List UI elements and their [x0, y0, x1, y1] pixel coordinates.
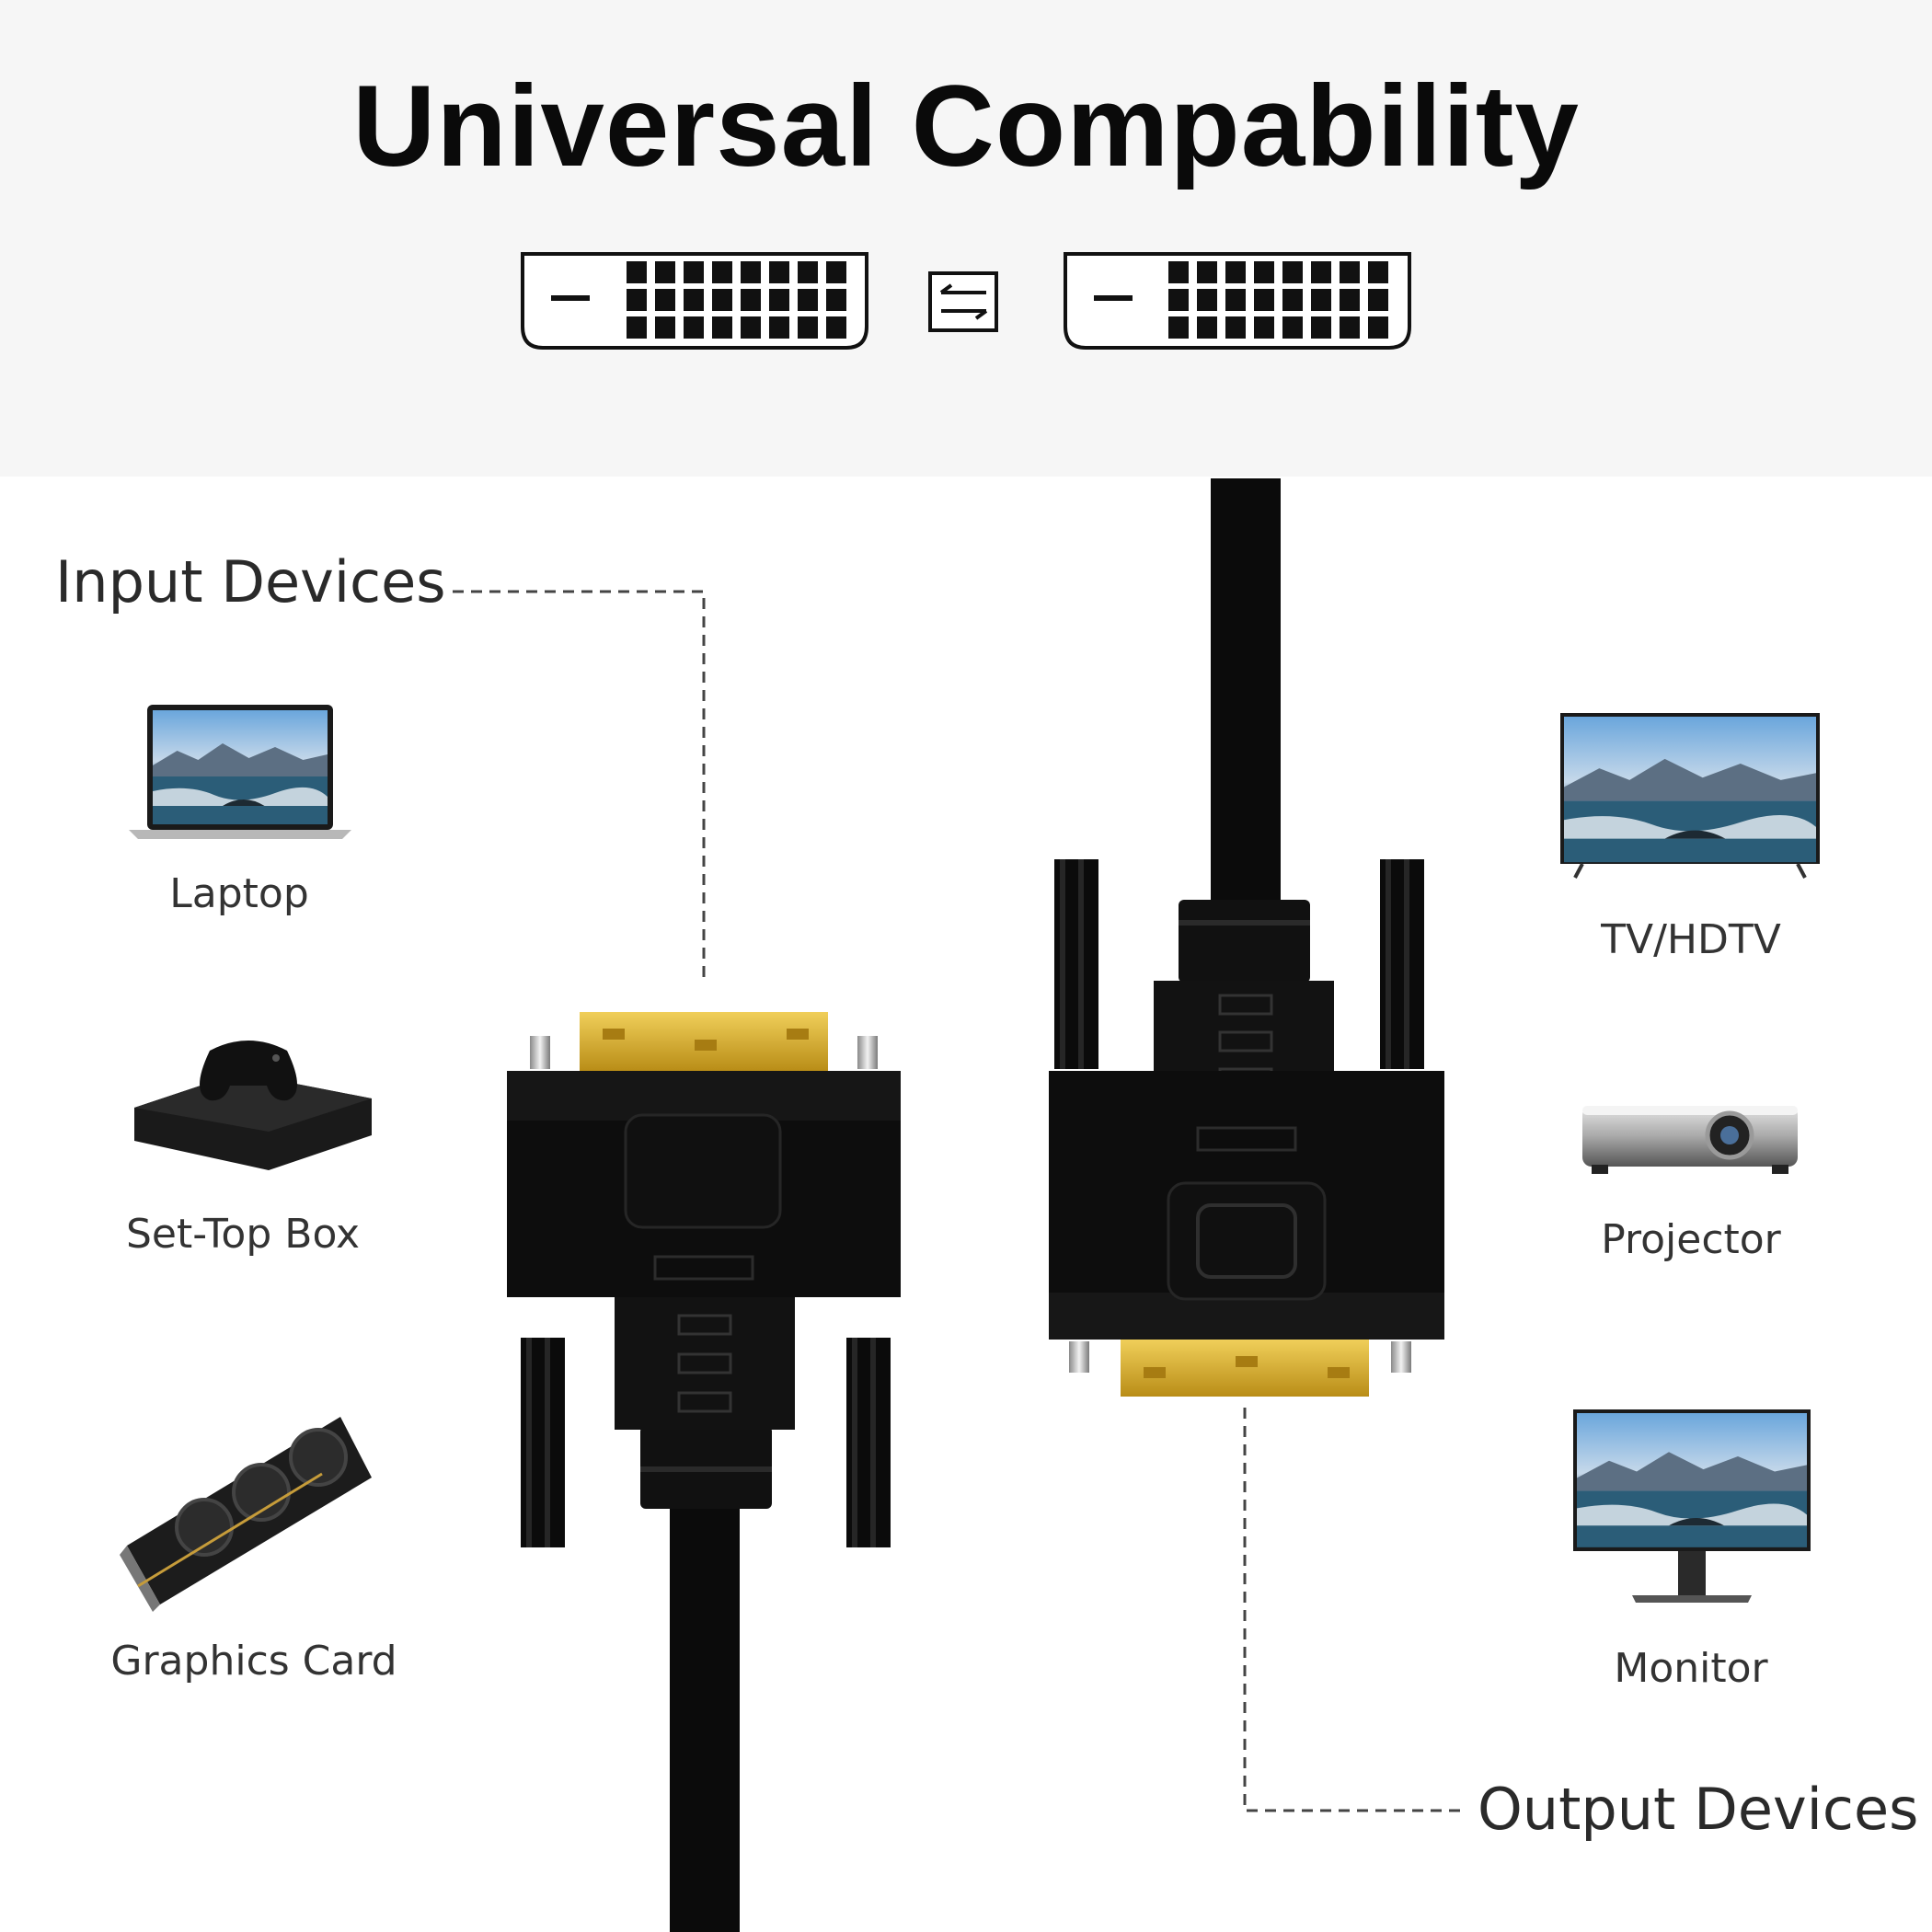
dvi-pin — [1225, 316, 1246, 339]
dvi-pin — [655, 289, 675, 311]
output-devices-label: Output Devices — [1478, 1776, 1919, 1843]
dvi-pin — [1282, 316, 1303, 339]
dvi-pin — [1368, 289, 1388, 311]
dvi-pin — [1225, 289, 1246, 311]
dvi-pin — [826, 261, 846, 283]
dvi-pin — [1168, 289, 1189, 311]
dvi-pin — [798, 316, 818, 339]
dvi-pin — [741, 316, 761, 339]
dvi-pin — [1311, 289, 1331, 311]
dvi-pin — [1197, 289, 1217, 311]
dvi-pin — [1368, 316, 1388, 339]
dvi-pin — [1340, 289, 1360, 311]
device-label-set-top-box: Set-Top Box — [125, 1211, 361, 1258]
dvi-pin — [712, 261, 732, 283]
device-label-projector: Projector — [1601, 1216, 1781, 1263]
dvi-pin — [769, 261, 789, 283]
dvi-pin — [1225, 261, 1246, 283]
dvi-pin — [741, 261, 761, 283]
dvi-pin — [684, 316, 704, 339]
dvi-pin — [1282, 289, 1303, 311]
dvi-pin — [1168, 261, 1189, 283]
dvi-pin — [769, 289, 789, 311]
dvi-pin — [1340, 316, 1360, 339]
dvi-pin — [1197, 261, 1217, 283]
dvi-pin — [712, 289, 732, 311]
dvi-pin — [826, 316, 846, 339]
output-leader-line — [1243, 1408, 1463, 1812]
dvi-port-icon — [521, 252, 868, 350]
header-band — [0, 0, 1932, 477]
dvi-pin — [627, 261, 647, 283]
dvi-pin — [1254, 289, 1274, 311]
page-title: Universal Compability — [352, 63, 1580, 190]
dvi-pin — [1168, 316, 1189, 339]
tv-icon — [1560, 713, 1820, 879]
device-label-graphics-card: Graphics Card — [110, 1638, 397, 1685]
dvi-pin — [798, 289, 818, 311]
dvi-pin — [1311, 261, 1331, 283]
device-label-laptop: Laptop — [169, 870, 309, 917]
dvi-pin — [684, 261, 704, 283]
dvi-cable-connector-top — [1049, 478, 1444, 1397]
device-label-tv: TV/HDTV — [1601, 916, 1781, 963]
dvi-pin — [1254, 316, 1274, 339]
dvi-pin — [1340, 261, 1360, 283]
dvi-pin — [826, 289, 846, 311]
dvi-pin — [712, 316, 732, 339]
dvi-port-icon — [1064, 252, 1411, 350]
dvi-pin — [1197, 316, 1217, 339]
dvi-pin — [627, 316, 647, 339]
dvi-pin — [684, 289, 704, 311]
dvi-pin — [655, 261, 675, 283]
device-label-monitor: Monitor — [1614, 1645, 1768, 1692]
dvi-pin — [769, 316, 789, 339]
bidirectional-arrows-icon — [928, 271, 998, 332]
input-devices-label: Input Devices — [55, 548, 446, 615]
dvi-pin — [1368, 261, 1388, 283]
game-console-icon — [134, 1041, 372, 1170]
laptop-icon — [129, 705, 351, 839]
dvi-pin — [655, 316, 675, 339]
input-leader-line — [453, 590, 706, 984]
dvi-pin — [1311, 316, 1331, 339]
dvi-pin — [1254, 261, 1274, 283]
monitor-icon — [1573, 1409, 1811, 1603]
dvi-pin — [627, 289, 647, 311]
dvi-pin — [741, 289, 761, 311]
projector-icon — [1582, 1106, 1798, 1174]
graphics-card-icon — [120, 1417, 372, 1612]
dvi-cable-connector-bottom — [507, 1012, 901, 1932]
dvi-pin — [1282, 261, 1303, 283]
dvi-pin — [798, 261, 818, 283]
